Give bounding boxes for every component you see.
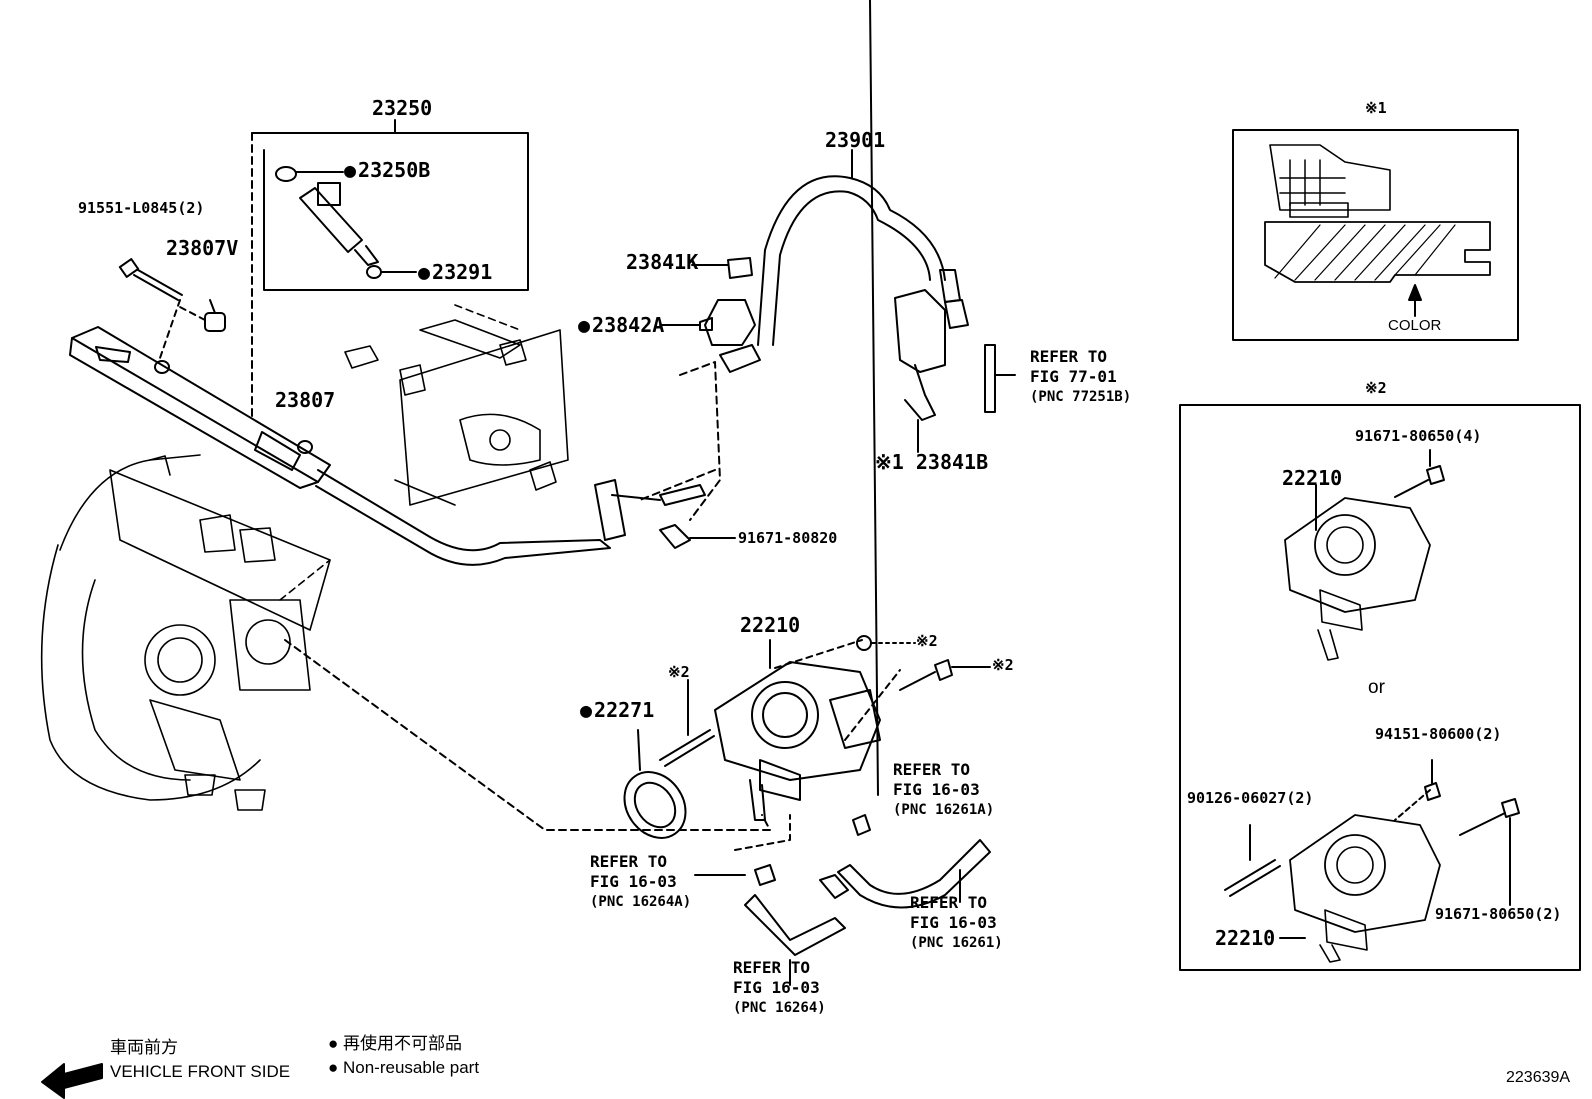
box2-part-22210-bottom: 22210 bbox=[1215, 926, 1276, 950]
part-label-91671-80820: 91671-80820 bbox=[738, 529, 838, 547]
part-label-23841b: ※1 23841B bbox=[875, 452, 988, 472]
part-label-23901: 23901 bbox=[825, 128, 886, 152]
detail-box-2 bbox=[1179, 404, 1581, 971]
rail-bolt-drawing bbox=[118, 258, 226, 359]
legend-nonreusable: ● 再使用不可部品 ● Non-reusable part bbox=[328, 1032, 479, 1080]
box2-part-91671-80650-4: 91671-80650(4) bbox=[1355, 427, 1482, 445]
throttle-body-main-drawing bbox=[714, 639, 901, 821]
refer-fig-16-03-16264a: REFER TO FIG 16-03 (PNC 16264A) bbox=[590, 852, 691, 912]
part-label-23250b: 23250B bbox=[344, 160, 430, 180]
purge-hose-drawing bbox=[757, 149, 969, 346]
part-label-22210-main: 22210 bbox=[740, 613, 801, 637]
refer-line: REFER TO bbox=[590, 852, 668, 871]
refer-pnc: (PNC 16261A) bbox=[893, 802, 995, 818]
fuel-rail-drawing bbox=[69, 326, 611, 566]
box2-part-94151-80600: 94151-80600(2) bbox=[1375, 725, 1502, 743]
note-mark-2-nut: ※2 bbox=[916, 632, 938, 650]
legend-nonreusable-jp: ● 再使用不可部品 bbox=[328, 1034, 462, 1053]
box2-part-91671-80650-2: 91671-80650(2) bbox=[1435, 905, 1562, 923]
clip-23841k-drawing bbox=[691, 257, 753, 279]
refer-fig-16-03-16261: REFER TO FIG 16-03 (PNC 16261) bbox=[910, 893, 1003, 953]
refer-line: REFER TO bbox=[733, 958, 811, 977]
refer-line: FIG 16-03 bbox=[893, 780, 980, 799]
part-label-22271: 22271 bbox=[580, 700, 654, 720]
refer-pnc: (PNC 16261) bbox=[910, 935, 1003, 951]
cylinder-head-drawing bbox=[344, 304, 569, 506]
box1-color-label: COLOR bbox=[1388, 317, 1442, 334]
box1-title: ※1 bbox=[1365, 99, 1387, 117]
part-label-23807v: 23807V bbox=[166, 236, 239, 260]
figure-id: 223639A bbox=[1506, 1069, 1571, 1086]
box2-part-22210-top: 22210 bbox=[1282, 466, 1343, 490]
hose-fig77-drawing bbox=[984, 344, 1016, 413]
note-mark-2-bolt: ※2 bbox=[992, 656, 1014, 674]
intake-manifold-drawing bbox=[40, 454, 331, 811]
legend-nonreusable-en: ● Non-reusable part bbox=[328, 1058, 480, 1077]
refer-fig-16-03-16264: REFER TO FIG 16-03 (PNC 16264) bbox=[733, 958, 826, 1018]
refer-line: FIG 16-03 bbox=[910, 913, 997, 932]
refer-pnc: (PNC 16264A) bbox=[590, 894, 692, 910]
throttle-fasteners-drawing bbox=[856, 635, 991, 691]
refer-line: REFER TO bbox=[910, 893, 988, 912]
legend-direction-jp: 車両前方 bbox=[110, 1038, 178, 1057]
refer-pnc: (PNC 77251B) bbox=[1030, 389, 1132, 405]
refer-pnc: (PNC 16264) bbox=[733, 1000, 826, 1016]
refer-line: FIG 16-03 bbox=[590, 872, 677, 891]
note-mark-2-stud: ※2 bbox=[668, 663, 690, 681]
refer-line: FIG 77-01 bbox=[1030, 367, 1117, 386]
vehicle-front-arrow bbox=[41, 1063, 103, 1099]
legend-direction: 車両前方 VEHICLE FRONT SIDE bbox=[110, 1036, 290, 1084]
part-label-23807: 23807 bbox=[275, 388, 336, 412]
stud-drawing bbox=[659, 679, 715, 767]
part-number-23841b: 23841B bbox=[915, 450, 989, 474]
gasket-drawing bbox=[623, 729, 687, 839]
part-label-23250: 23250 bbox=[372, 96, 433, 120]
refer-line: REFER TO bbox=[1030, 347, 1108, 366]
part-label-23842a: 23842A bbox=[578, 315, 664, 335]
refer-fig-77-01: REFER TO FIG 77-01 (PNC 77251B) bbox=[1030, 347, 1131, 407]
refer-line: FIG 16-03 bbox=[733, 978, 820, 997]
box2-title: ※2 bbox=[1365, 379, 1387, 397]
vsv-valve-drawing bbox=[639, 299, 761, 521]
bracket-bolt-drawing bbox=[594, 479, 736, 549]
note-mark-1: ※1 bbox=[875, 450, 904, 474]
refer-line: REFER TO bbox=[893, 760, 971, 779]
part-label-23291: 23291 bbox=[418, 262, 492, 282]
water-hoses-drawing bbox=[694, 0, 991, 986]
injector-assembly-box bbox=[251, 119, 529, 421]
connector-23841b-drawing bbox=[894, 289, 946, 453]
refer-fig-16-03-16261a: REFER TO FIG 16-03 (PNC 16261A) bbox=[893, 760, 994, 820]
part-label-23841k: 23841K bbox=[626, 250, 699, 274]
fuel-injector-drawing bbox=[275, 166, 417, 279]
box2-part-90126-06027: 90126-06027(2) bbox=[1187, 789, 1314, 807]
part-label-91551-l0845: 91551-L0845(2) bbox=[78, 199, 205, 217]
legend-direction-en: VEHICLE FRONT SIDE bbox=[110, 1062, 291, 1081]
detail-box-1 bbox=[1232, 129, 1519, 341]
box2-or-text: or bbox=[1368, 677, 1385, 698]
